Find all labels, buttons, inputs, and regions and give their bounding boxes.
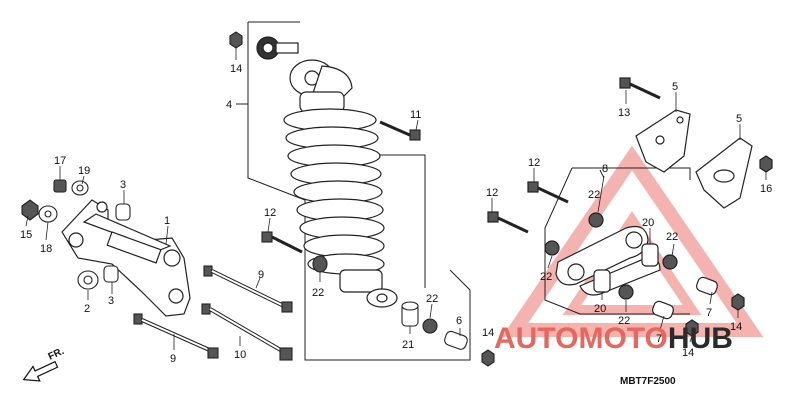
callout-7a: 7 [706, 307, 712, 319]
callout-9b: 9 [170, 353, 176, 365]
watermark-part2: HUB [668, 322, 733, 355]
watermark-part1: AUTOMOTO [494, 322, 668, 355]
bolt-13 [619, 77, 661, 100]
nut-22-b [422, 318, 438, 334]
collar-3a [115, 203, 131, 221]
callout-12c: 12 [486, 187, 498, 199]
nut-14-mid [481, 349, 495, 367]
callout-12b: 12 [528, 157, 540, 169]
callout-20a: 20 [642, 217, 654, 229]
callout-11: 11 [410, 109, 421, 121]
preload-adjuster [256, 36, 299, 60]
nut-22-d [544, 240, 560, 256]
bolt-12-right-lower [487, 211, 529, 234]
washer-19 [71, 180, 89, 196]
bolt-9-lower [133, 313, 219, 359]
shock-bracket-lines [236, 21, 471, 361]
callout-16: 16 [760, 183, 772, 195]
collar-21 [401, 301, 419, 327]
arrow-icon [22, 360, 59, 382]
callout-14c: 14 [682, 347, 694, 359]
callout-12a: 12 [264, 207, 276, 219]
bolt-9-upper [203, 265, 293, 313]
callout-18: 18 [40, 243, 52, 255]
callout-22d: 22 [312, 287, 324, 299]
callout-22f: 22 [618, 315, 630, 327]
plate-5-upper [635, 109, 691, 173]
callout-22c: 22 [540, 271, 552, 283]
left-small-parts [21, 179, 131, 290]
plate-5-lower [695, 137, 753, 209]
callout-20b: 20 [594, 303, 606, 315]
callout-9a: 9 [258, 269, 264, 281]
bolt-11 [379, 120, 421, 141]
right-parts [487, 77, 773, 337]
collar-20-a [641, 243, 659, 267]
callout-10: 10 [234, 349, 246, 361]
collar-7-a [696, 276, 718, 296]
collar-20-b [593, 269, 611, 293]
callout-22e: 22 [426, 293, 438, 305]
callout-8: 8 [602, 163, 608, 175]
bolt-12-right-upper [527, 181, 569, 204]
nut-22-f [618, 284, 634, 300]
front-arrow: FR. [22, 346, 66, 382]
callout-13: 13 [618, 107, 630, 119]
nut-16 [759, 155, 773, 173]
callout-21: 21 [402, 339, 414, 351]
callout-22b: 22 [666, 231, 678, 243]
washer-18 [38, 205, 58, 223]
bushing-2 [77, 270, 99, 290]
callout-1: 1 [164, 215, 170, 227]
nut-22-c [588, 212, 604, 228]
linkage-bracket-lines [544, 167, 691, 315]
shock-absorber [256, 36, 398, 308]
callout-14a: 14 [230, 63, 242, 75]
callout-15: 15 [20, 229, 32, 241]
part-code: MBT7F2500 [620, 376, 676, 387]
watermark-text: AUTOMOTOHUB [494, 322, 733, 355]
nut-17 [53, 179, 67, 193]
callout-14d: 14 [482, 327, 494, 339]
collar-6 [444, 330, 468, 350]
leader-lines [25, 48, 767, 350]
callout-22a: 22 [588, 189, 600, 201]
callout-3b: 3 [108, 295, 114, 307]
bolts-left [133, 31, 421, 361]
callout-7b: 7 [656, 333, 662, 345]
nut-14-top [229, 31, 243, 49]
bolt-10 [201, 303, 293, 361]
callout-14b: 14 [730, 321, 742, 333]
callout-5a: 5 [672, 81, 678, 93]
collar-3b [103, 265, 119, 283]
bolt-12-middle [261, 231, 303, 254]
svg-text:AUTOMOTOHUB: AUTOMOTOHUB [494, 322, 733, 355]
collar-7-b [652, 300, 674, 320]
callout-17: 17 [54, 155, 66, 167]
nut-15 [21, 199, 39, 221]
nut-14-right-a [731, 293, 745, 311]
callout-6: 6 [456, 315, 462, 327]
nut-22-e [662, 254, 678, 270]
coil-spring [283, 108, 385, 275]
callout-19: 19 [78, 165, 90, 177]
callout-5b: 5 [736, 113, 742, 125]
nut-22-a [312, 255, 328, 273]
callout-4: 4 [226, 99, 232, 111]
nut-14-right-b [685, 319, 699, 337]
callout-3a: 3 [120, 179, 126, 191]
callout-2: 2 [84, 303, 90, 315]
front-label: FR. [47, 346, 66, 363]
callout-numbers: 14 4 11 13 5 5 17 19 3 15 18 1 12 12 12 … [20, 63, 772, 365]
